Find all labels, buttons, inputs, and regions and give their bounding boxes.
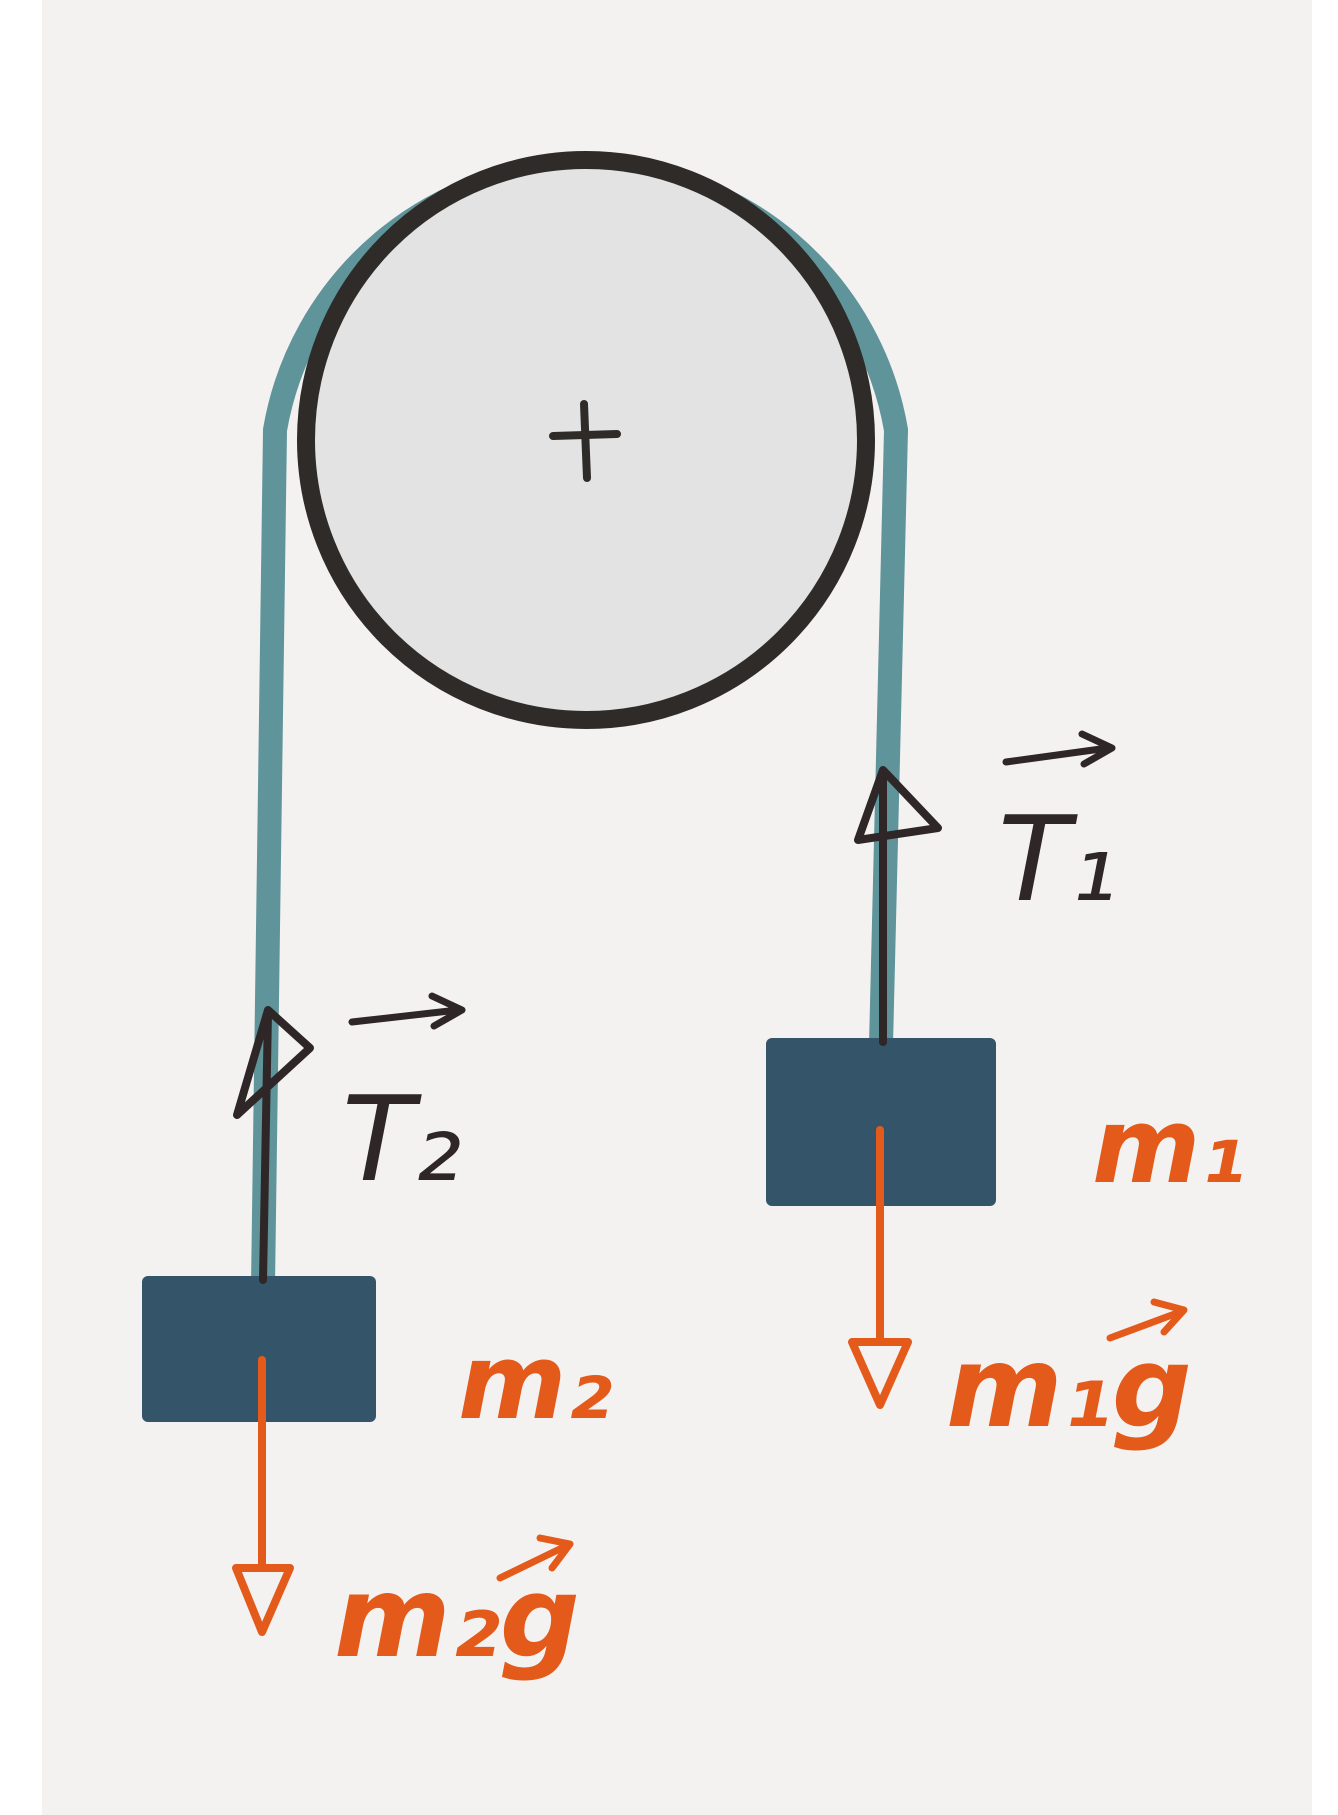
- label-tension-t2: T₂: [342, 1070, 461, 1208]
- tension-arrow-t1: [854, 766, 942, 1046]
- vector-arrow-icon-t2: [348, 992, 466, 1030]
- vector-arrow-icon-m1g: [1106, 1298, 1188, 1342]
- weight-arrow-m1g: [848, 1126, 912, 1409]
- weight-arrow-m2g: [232, 1356, 294, 1636]
- tension-arrow-t2: [233, 1006, 314, 1284]
- axle-plus-icon: [549, 400, 621, 482]
- label-mass-m1: m₁: [1092, 1085, 1246, 1207]
- vector-arrow-icon-m2g: [496, 1534, 574, 1582]
- label-weight-m2g: m₂g: [334, 1553, 580, 1683]
- block-m2: [142, 1276, 376, 1422]
- label-weight-m1g: m₁g: [946, 1323, 1192, 1453]
- label-tension-t1: T₁: [998, 790, 1117, 928]
- label-mass-m2: m₂: [458, 1321, 612, 1443]
- block-m1: [766, 1038, 996, 1206]
- vector-arrow-icon-t1: [1002, 730, 1116, 768]
